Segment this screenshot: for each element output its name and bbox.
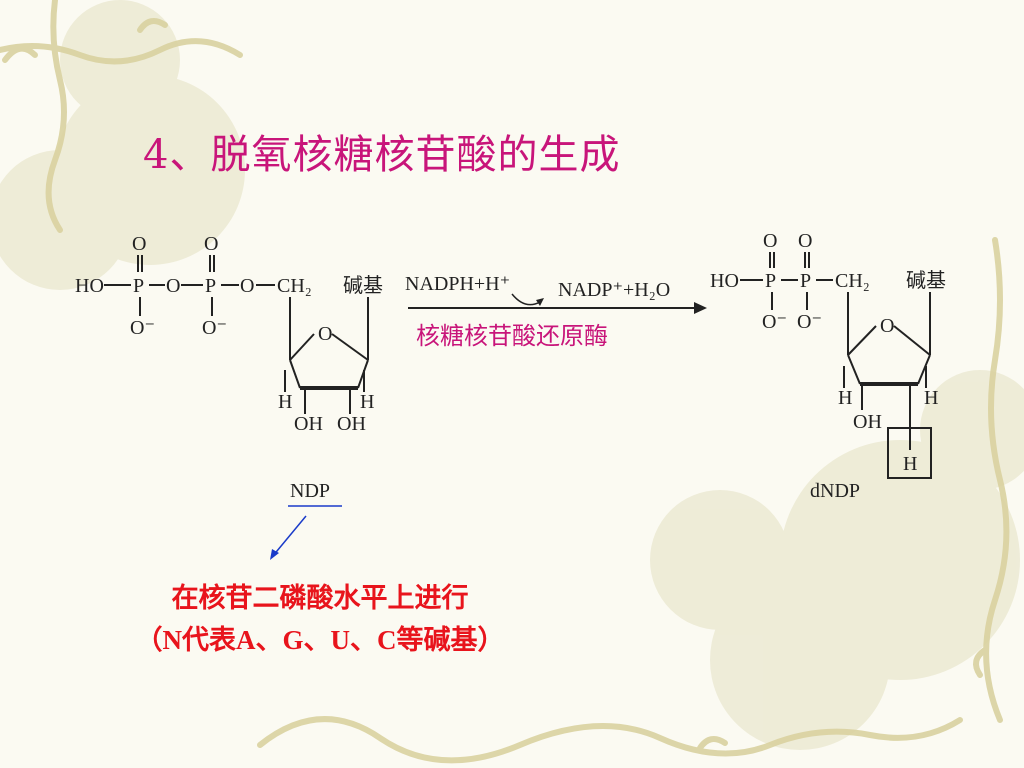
ndp-oxygen-top-1: O: [132, 233, 146, 255]
ndp-ring-oxygen: O: [318, 323, 332, 345]
dndp-structure: HO P P CH₂ 碱基 O O O⁻ O⁻ O H H OH H: [710, 230, 946, 475]
cofactor-out: NADP⁺+H₂O: [558, 279, 670, 301]
dndp-boxed-hydrogen: H: [903, 453, 917, 475]
dndp-group-ch2: CH₂: [835, 270, 870, 292]
ndp-group-ch2: CH₂: [277, 275, 312, 297]
page-title: 4、脱氧核糖核苷酸的生成: [143, 132, 621, 178]
dndp-group-p1: P: [765, 270, 776, 292]
ndp-bonds: [104, 255, 369, 414]
ndp-group-ho: HO: [75, 275, 104, 297]
ndp-oxygen-bottom-1: O⁻: [130, 317, 155, 339]
ndp-pointer-arrow: [271, 515, 307, 558]
boxed-hydrogen-frame: [887, 427, 932, 479]
ndp-hydrogen-left: H: [278, 391, 292, 413]
ndp-oxygen-top-2: O: [204, 233, 218, 255]
dndp-group-ho: HO: [710, 270, 739, 292]
ndp-group-o2: O: [240, 275, 254, 297]
ndp-hydroxyl-right: OH: [337, 413, 366, 435]
reaction-arrowhead: [694, 302, 707, 314]
ndp-oxygen-bottom-2: O⁻: [202, 317, 227, 339]
dndp-hydroxyl: OH: [853, 411, 882, 433]
ndp-structure: HO P O P O CH₂ 碱基 O O O⁻ O⁻ O H H OH OH: [75, 233, 383, 435]
ndp-group-base: 碱基: [343, 274, 383, 297]
cofactor-in: NADPH+H⁺: [405, 273, 510, 295]
cofactor-curve-arrowhead: [536, 298, 544, 306]
ndp-group-p1: P: [133, 275, 144, 297]
cofactor-curve: [511, 293, 541, 306]
dndp-group-p2: P: [800, 270, 811, 292]
ndp-pointer-arrowhead: [270, 549, 279, 560]
dndp-hydrogen-right: H: [924, 387, 938, 409]
dndp-oxygen-bottom-2: O⁻: [797, 311, 822, 333]
dndp-oxygen-top-2: O: [798, 230, 812, 252]
dndp-oxygen-top-1: O: [763, 230, 777, 252]
note-line-2: （N代表A、G、U、C等碱基）: [135, 625, 505, 655]
dndp-oxygen-bottom-1: O⁻: [762, 311, 787, 333]
ndp-hydroxyl-left: OH: [294, 413, 323, 435]
note-line-1: 在核苷二磷酸水平上进行: [171, 583, 469, 613]
ndp-group-p2: P: [205, 275, 216, 297]
ndp-hydrogen-right: H: [360, 391, 374, 413]
dndp-ring-oxygen: O: [880, 315, 894, 337]
ndp-label: NDP: [290, 480, 330, 502]
dndp-label: dNDP: [810, 480, 860, 502]
ndp-group-o1: O: [166, 275, 180, 297]
dndp-group-base: 碱基: [906, 269, 946, 292]
dndp-bonds: [740, 252, 932, 479]
enzyme-label: 核糖核苷酸还原酶: [416, 323, 608, 350]
dndp-hydrogen-left: H: [838, 387, 852, 409]
